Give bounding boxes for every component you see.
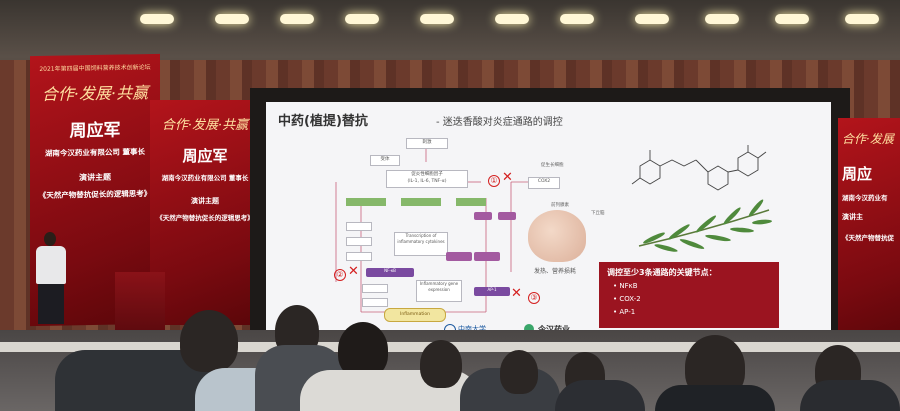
speaker-name: 周应军 bbox=[69, 120, 121, 142]
ceiling-light bbox=[280, 14, 314, 24]
speaker-company: 湖南今汉药业有 bbox=[842, 194, 888, 202]
slide-title: 中药(植提)替抗 bbox=[278, 114, 368, 129]
audience-head bbox=[180, 310, 238, 372]
diagram-box-ap1: AP-1 bbox=[474, 287, 510, 296]
cytokine-sub-label: (IL-1, IL-6, TNF-α) bbox=[407, 179, 447, 184]
ceiling-light bbox=[420, 14, 454, 24]
ceiling-light bbox=[560, 14, 594, 24]
speaker-shirt bbox=[36, 246, 66, 284]
slide-subtitle: - 迷迭香酸对炎症通路的调控 bbox=[436, 117, 563, 128]
audience-head bbox=[338, 322, 388, 378]
key-nodes-box: 调控至少3条通路的关键节点： • NFκB • COX-2 • AP-1 bbox=[599, 262, 779, 328]
audience-member bbox=[800, 380, 900, 411]
diagram-box-receptor: 受体 bbox=[370, 155, 400, 166]
presentation-slide: 中药(植提)替抗 - 迷迭香酸对炎症通路的调控 刺激 受体 促炎性细胞因子 (I… bbox=[266, 102, 831, 344]
diagram-box-nfkb: NF-κB bbox=[366, 268, 414, 277]
ceiling-light bbox=[495, 14, 529, 24]
brain-illustration bbox=[528, 210, 586, 262]
rosemary-plant-icon bbox=[638, 199, 772, 252]
pathway-node-purple bbox=[446, 252, 472, 261]
cross-icon: ✕ bbox=[511, 286, 522, 301]
banner-logo: 合作·发展·共赢 bbox=[161, 118, 249, 133]
company-logo-icon bbox=[524, 324, 534, 334]
banner-logo: 合作·发展·共赢 bbox=[41, 83, 149, 104]
topic-label: 演讲主 bbox=[842, 213, 863, 221]
pathway-node bbox=[362, 284, 388, 293]
ceiling-light bbox=[705, 14, 739, 24]
talk-title: 《天然产物替抗促长的逻辑思考》 bbox=[156, 214, 254, 222]
pathway-node-green bbox=[401, 198, 441, 206]
pathway-node bbox=[346, 237, 372, 246]
banner-logo: 合作·发展 bbox=[842, 132, 894, 146]
ceiling-light bbox=[215, 14, 249, 24]
pathway-node-purple bbox=[474, 212, 492, 220]
speaker-head bbox=[44, 232, 56, 246]
key-node-text: COX-2 bbox=[619, 295, 641, 303]
cross-icon: ✕ bbox=[348, 264, 359, 279]
footer-logo-company: 今汉药业 bbox=[538, 324, 570, 335]
pathway-node-green bbox=[456, 198, 486, 206]
pathway-node bbox=[346, 222, 372, 231]
footer-logo-university: 中南大学 bbox=[458, 325, 486, 333]
ceiling-light bbox=[140, 14, 174, 24]
key-node-text: NFκB bbox=[619, 282, 638, 290]
pathway-node bbox=[362, 298, 388, 307]
diagram-box-cox2: COX2 bbox=[528, 177, 560, 189]
diagram-box-cytokine: 促炎性细胞因子 (IL-1, IL-6, TNF-α) bbox=[386, 170, 468, 188]
brain-label: 促生长细胞 bbox=[541, 163, 564, 168]
right-banner: 合作·发展 周应 湖南今汉药业有 演讲主 《天然产物替抗促 bbox=[838, 118, 900, 343]
marker-3: ③ bbox=[528, 292, 540, 304]
diagram-box-inflammation: Inflammation bbox=[384, 308, 446, 322]
diagram-box-transcription: Transcription of inflammatory cytokines bbox=[394, 232, 448, 256]
talk-title: 《天然产物替抗促长的逻辑思考》 bbox=[38, 189, 152, 200]
molecule-structure-icon bbox=[631, 145, 767, 191]
ceiling-light bbox=[845, 14, 879, 24]
banner-top-text: 2021年第四届中国饲料营养技术创新论坛 bbox=[39, 64, 151, 73]
marker-2: ② bbox=[334, 269, 346, 281]
podium bbox=[115, 272, 165, 334]
speaker-company: 湖南今汉药业有限公司 董事长 bbox=[44, 147, 146, 158]
audience-member bbox=[655, 385, 775, 411]
pathway-node-purple bbox=[474, 252, 500, 261]
speaker-name: 周应 bbox=[842, 165, 873, 183]
ceiling-light bbox=[775, 14, 809, 24]
brain-label: 前列腺素 bbox=[551, 203, 569, 208]
pathway-node bbox=[346, 252, 372, 261]
key-node-text: AP-1 bbox=[619, 308, 636, 316]
pathway-node-green bbox=[346, 198, 386, 206]
brain-label: 下丘脑 bbox=[591, 211, 605, 216]
key-nodes-title: 调控至少3条通路的关键节点： bbox=[607, 268, 717, 277]
speaker-name: 周应军 bbox=[182, 147, 228, 165]
audience-head bbox=[500, 350, 538, 394]
pathway-node-purple bbox=[498, 212, 516, 220]
talk-title: 《天然产物替抗促 bbox=[842, 234, 894, 242]
speaker-trousers bbox=[38, 284, 64, 324]
topic-label: 演讲主题 bbox=[191, 197, 219, 205]
marker-1: ① bbox=[488, 175, 500, 187]
speaker-company: 湖南今汉药业有限公司 董事长 bbox=[161, 174, 249, 182]
key-node-item: • COX-2 bbox=[613, 295, 641, 303]
cross-icon: ✕ bbox=[502, 170, 513, 185]
brain-label-fever: 发热、营养损耗 bbox=[534, 268, 577, 275]
ceiling-light bbox=[635, 14, 669, 24]
left-banner-2: 合作·发展·共赢 周应军 湖南今汉药业有限公司 董事长 演讲主题 《天然产物替抗… bbox=[150, 100, 260, 325]
key-node-item: • NFκB bbox=[613, 282, 638, 290]
audience-member bbox=[555, 380, 645, 411]
cytokine-label: 促炎性细胞因子 bbox=[411, 172, 443, 177]
topic-label: 演讲主题 bbox=[79, 172, 111, 183]
audience-head bbox=[420, 340, 462, 388]
diagram-box-stimulus: 刺激 bbox=[406, 138, 448, 149]
ceiling-light bbox=[345, 14, 379, 24]
key-node-item: • AP-1 bbox=[613, 308, 636, 316]
diagram-box-gene-expression: Inflammatory gene expression bbox=[416, 280, 462, 302]
